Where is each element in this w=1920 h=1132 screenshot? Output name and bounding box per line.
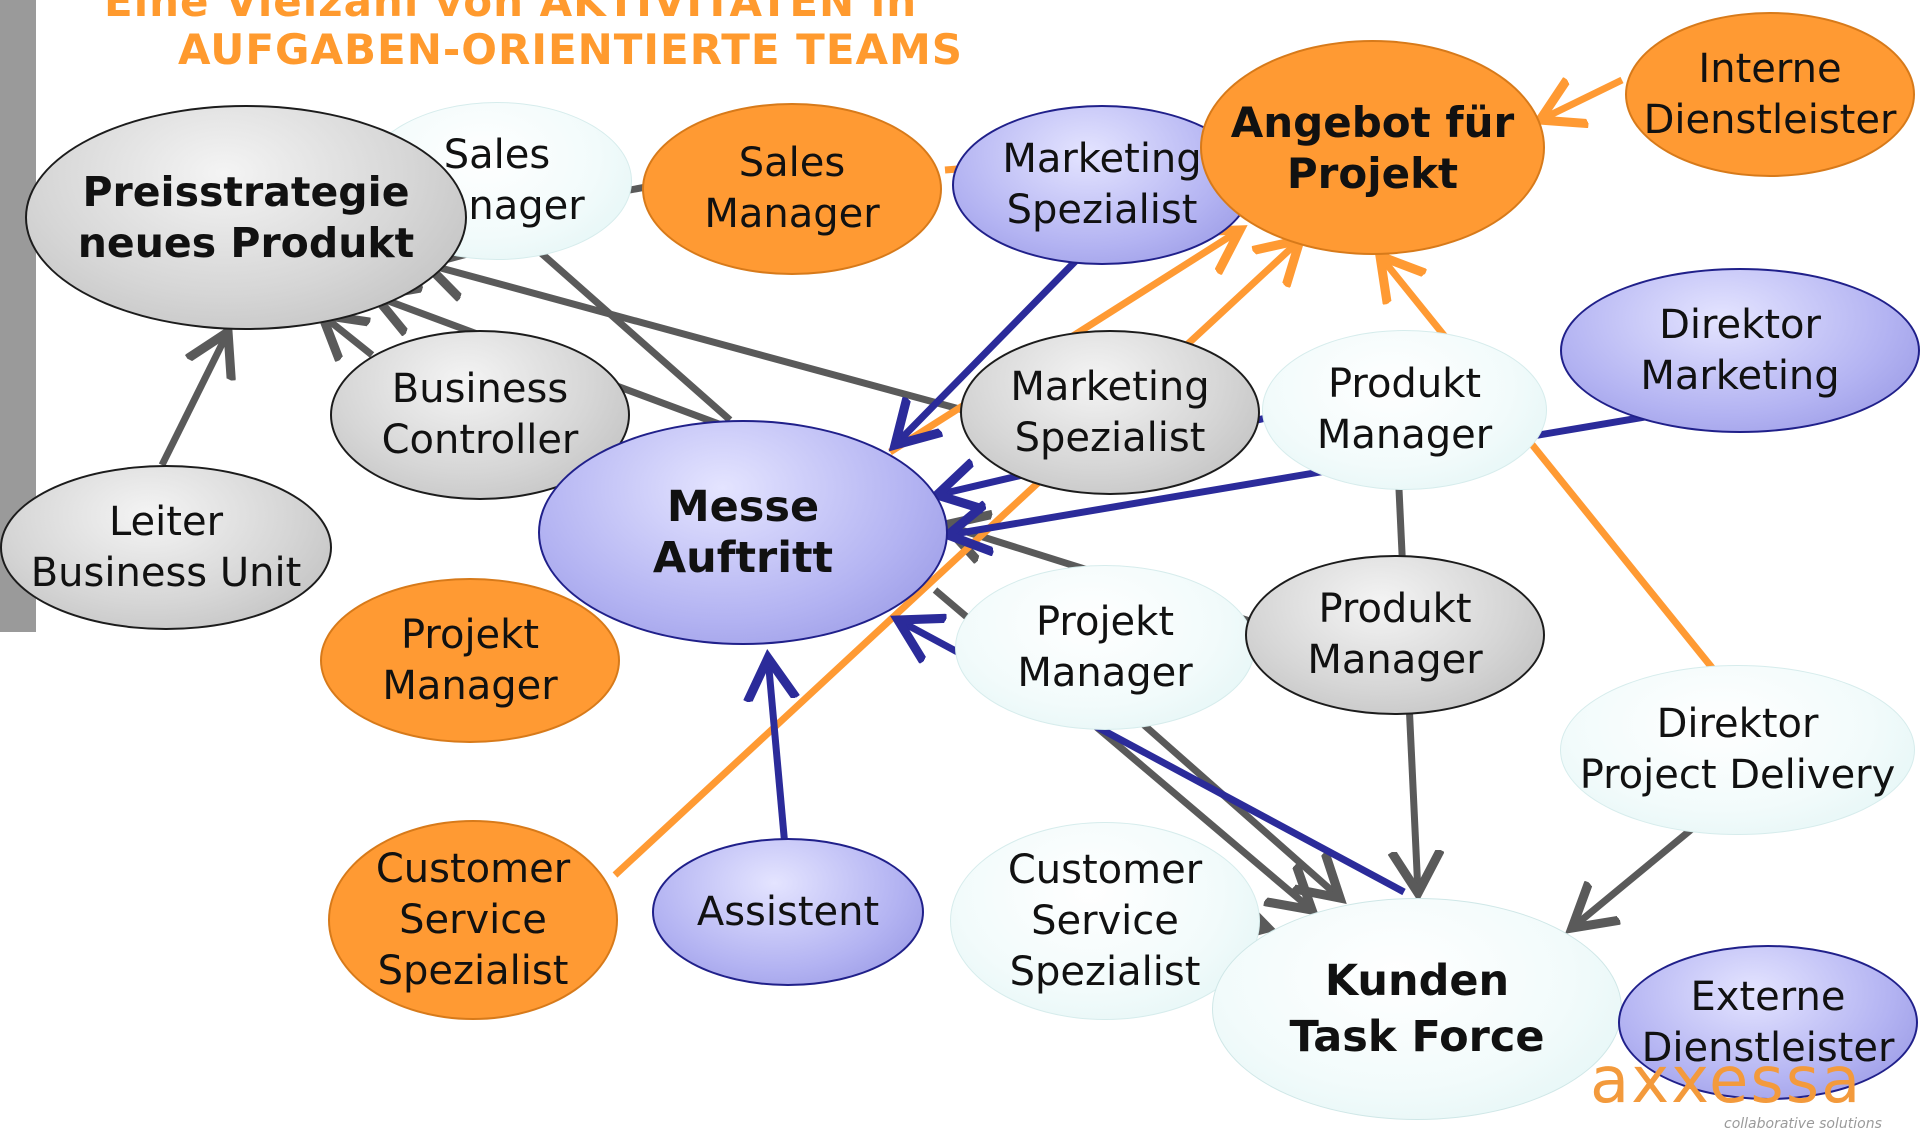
arrow-businesscontroller-to-preis — [322, 315, 375, 355]
node-label: Produkt Manager — [1307, 586, 1483, 683]
node-label: Customer Service Spezialist — [1007, 846, 1203, 995]
node-label: Projekt Manager — [1017, 598, 1193, 696]
node-label: Sales Manager — [704, 140, 880, 237]
node-direktor-project-delivery: Direktor Project Delivery — [1560, 665, 1915, 835]
node-direktor-marketing: Direktor Marketing — [1560, 268, 1920, 433]
node-angebot-fuer-projekt: Angebot für Projekt — [1200, 40, 1545, 255]
node-label: Produkt Manager — [1316, 361, 1493, 458]
title-line-1: Eine Vielzahl von AKTIVITÄTEN in — [104, 0, 918, 26]
title-line-2: AUFGABEN-ORIENTIERTE TEAMS — [178, 25, 964, 74]
node-customer-service-orange: Customer Service Spezialist — [328, 820, 618, 1020]
node-projekt-manager-cyan: Projekt Manager — [955, 565, 1255, 730]
arrow-direktor-delivery-to-angebot — [1380, 256, 1733, 693]
node-preisstrategie: Preisstrategie neues Produkt — [25, 105, 467, 330]
node-customer-service-cyan: Customer Service Spezialist — [950, 822, 1260, 1020]
node-label: Marketing Spezialist — [1010, 363, 1210, 461]
node-label: Interne Dienstleister — [1643, 45, 1897, 143]
node-label: Direktor Marketing — [1640, 301, 1840, 399]
node-label: Marketing Spezialist — [1002, 136, 1202, 233]
node-label: Direktor Project Delivery — [1579, 701, 1896, 798]
node-leiter-business-unit: Leiter Business Unit — [0, 465, 332, 630]
node-label: Customer Service Spezialist — [375, 845, 571, 994]
node-label: Angebot für Projekt — [1230, 97, 1515, 198]
node-produkt-manager-cyan: Produkt Manager — [1262, 330, 1547, 490]
node-messe-auftritt: Messe Auftritt — [538, 420, 948, 645]
logo-tagline: collaborative solutions — [1724, 1116, 1882, 1132]
node-produkt-manager-grey: Produkt Manager — [1245, 555, 1545, 715]
logo-wordmark: axxessa — [1590, 1044, 1863, 1118]
arrow-leiter-to-preis — [158, 332, 228, 467]
node-label: Projekt Manager — [382, 611, 558, 709]
node-marketing-spezialist-grey: Marketing Spezialist — [960, 330, 1260, 495]
node-label: Assistent — [696, 888, 880, 935]
company-logo: axxessa collaborative solutions — [1590, 1044, 1910, 1132]
slide-title: Eine Vielzahl von AKTIVITÄTEN in AUFGABE… — [104, 0, 963, 74]
node-assistent: Assistent — [652, 838, 924, 986]
node-projekt-manager-orange: Projekt Manager — [320, 578, 620, 743]
arrow-marketing-purple-to-messe — [895, 225, 1111, 445]
node-sales-manager-orange: Sales Manager — [642, 103, 942, 275]
node-label: Messe Auftritt — [652, 481, 834, 583]
arrow-interne-to-angebot — [1540, 76, 1624, 120]
node-label: Kunden Task Force — [1289, 956, 1545, 1062]
node-externe-dienstleister: Externe Dienstleister — [1618, 945, 1918, 1100]
arrow-marketing-grey-to-preis — [426, 264, 1001, 424]
node-label: Business Controller — [381, 366, 579, 463]
node-label: Preisstrategie neues Produkt — [77, 167, 415, 267]
node-kunden-task-force: Kunden Task Force — [1212, 898, 1622, 1120]
node-label: Leiter Business Unit — [30, 498, 302, 596]
node-label: Externe Dienstleister — [1641, 973, 1895, 1071]
node-interne-dienstleister: Interne Dienstleister — [1625, 12, 1915, 177]
